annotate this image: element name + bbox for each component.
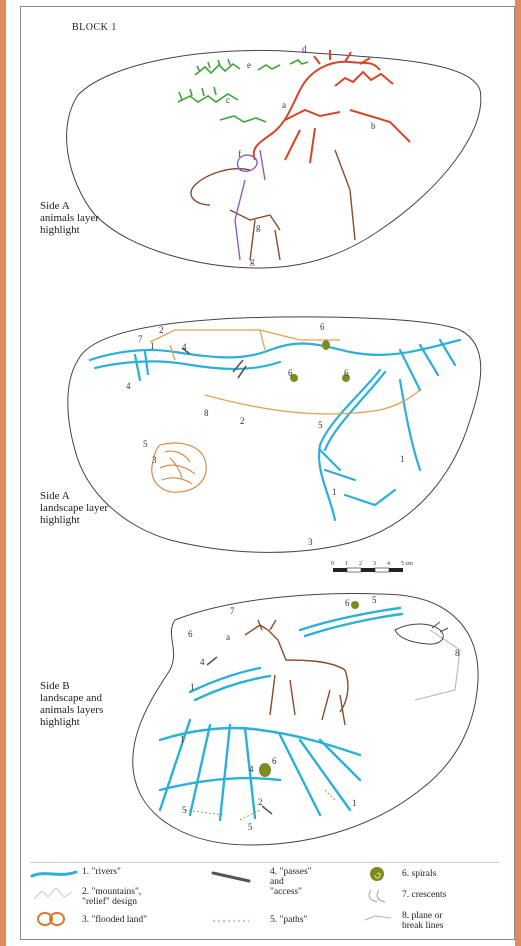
svg-text:1: 1 [332, 487, 337, 497]
svg-text:g: g [256, 222, 261, 232]
flooded-land-icon [36, 911, 66, 927]
panel-side-a-landscape: 2 7 1 4 4 6 6 6 8 2 5 5 3 1 1 3 [68, 317, 481, 552]
svg-text:d: d [302, 44, 307, 54]
svg-text:6: 6 [188, 629, 193, 639]
flooded-land-cluster [152, 443, 206, 492]
svg-text:1: 1 [400, 454, 405, 464]
svg-text:6: 6 [288, 368, 293, 378]
svg-text:1: 1 [150, 341, 155, 351]
svg-text:8: 8 [455, 648, 460, 658]
svg-text:6: 6 [345, 598, 350, 608]
svg-text:4: 4 [126, 381, 131, 391]
svg-text:4: 4 [200, 657, 205, 667]
river-lines [90, 340, 460, 520]
legend-item-rivers: 1. "rivers" [82, 867, 121, 877]
svg-text:4: 4 [182, 342, 187, 352]
river-icon [30, 869, 78, 879]
caption-side-b: Side B landscape and animals layers high… [40, 680, 103, 728]
crescent-icon [365, 887, 389, 903]
scale-tick: 4 [387, 561, 390, 567]
scale-tick: 1 [345, 561, 348, 567]
svg-text:5: 5 [182, 805, 187, 815]
svg-text:g: g [250, 256, 255, 266]
svg-text:3: 3 [308, 537, 313, 547]
legend-item-mountains: 2. "mountains", "relief" design [82, 887, 141, 907]
svg-text:6: 6 [344, 368, 349, 378]
panel-side-b: 7 6 a 4 6 5 8 1 1 4 6 5 2 5 1 [133, 594, 478, 845]
scale-tick: 2 [359, 561, 362, 567]
legend-item-paths: 5. "paths" [270, 915, 307, 925]
legend-item-flooded-land: 3. "flooded land" [82, 915, 147, 925]
svg-text:1: 1 [190, 682, 195, 692]
svg-text:2: 2 [240, 416, 245, 426]
panel-side-a-animals: d e c a b f g g [67, 44, 481, 268]
svg-text:a: a [226, 632, 230, 642]
side-b-small-animal [395, 622, 448, 644]
scale-tick: 0 [331, 561, 334, 567]
legend-item-crescents: 7. crescents [402, 890, 446, 900]
legend-item-spirals: 6. spirals [402, 869, 436, 879]
deer-purple-motif [235, 150, 265, 260]
svg-text:2: 2 [159, 325, 164, 335]
scale-tick: 5 cm [401, 561, 413, 567]
svg-text:c: c [226, 95, 230, 105]
svg-text:2: 2 [258, 797, 263, 807]
svg-text:5: 5 [318, 420, 323, 430]
svg-text:4: 4 [249, 764, 254, 774]
scale-bar: 0 1 2 3 4 5 cm [331, 561, 413, 572]
svg-text:e: e [247, 60, 251, 70]
caption-side-a-animals: Side A animals layer highlight [40, 200, 99, 236]
scale-tick: 3 [373, 561, 376, 567]
break-line-icon [363, 913, 393, 923]
svg-text:6: 6 [272, 756, 277, 766]
side-b-rivers [160, 608, 402, 820]
svg-text:f: f [238, 149, 241, 159]
svg-text:a: a [282, 100, 286, 110]
legend-item-break-lines: 8. plane or break lines [402, 911, 443, 931]
spiral-icon [365, 865, 389, 883]
caption-side-a-landscape: Side A landscape layer highlight [40, 490, 108, 526]
svg-text:b: b [371, 121, 376, 131]
svg-text:5: 5 [143, 439, 148, 449]
legend: 1. "rivers" 2. "mountains", "relief" des… [30, 862, 500, 937]
svg-text:7: 7 [230, 606, 235, 616]
side-b-deer [245, 620, 348, 725]
legend-item-passes: 4. "passes" and "access" [270, 867, 312, 897]
svg-text:6: 6 [320, 322, 325, 332]
pass-motifs [182, 348, 246, 378]
rock-outline-middle [68, 317, 481, 552]
svg-text:8: 8 [204, 408, 209, 418]
mountain-icon [30, 887, 78, 901]
pass-icon [210, 869, 254, 883]
svg-text:3: 3 [152, 455, 157, 465]
deer-brown-motif [191, 150, 355, 260]
svg-text:5: 5 [372, 595, 377, 605]
svg-text:5: 5 [248, 822, 253, 832]
svg-text:1: 1 [180, 734, 185, 744]
break-lines [415, 630, 460, 700]
svg-text:7: 7 [138, 334, 143, 344]
rock-outline-top [67, 50, 481, 268]
svg-text:1: 1 [352, 798, 357, 808]
path-icon [210, 917, 254, 925]
